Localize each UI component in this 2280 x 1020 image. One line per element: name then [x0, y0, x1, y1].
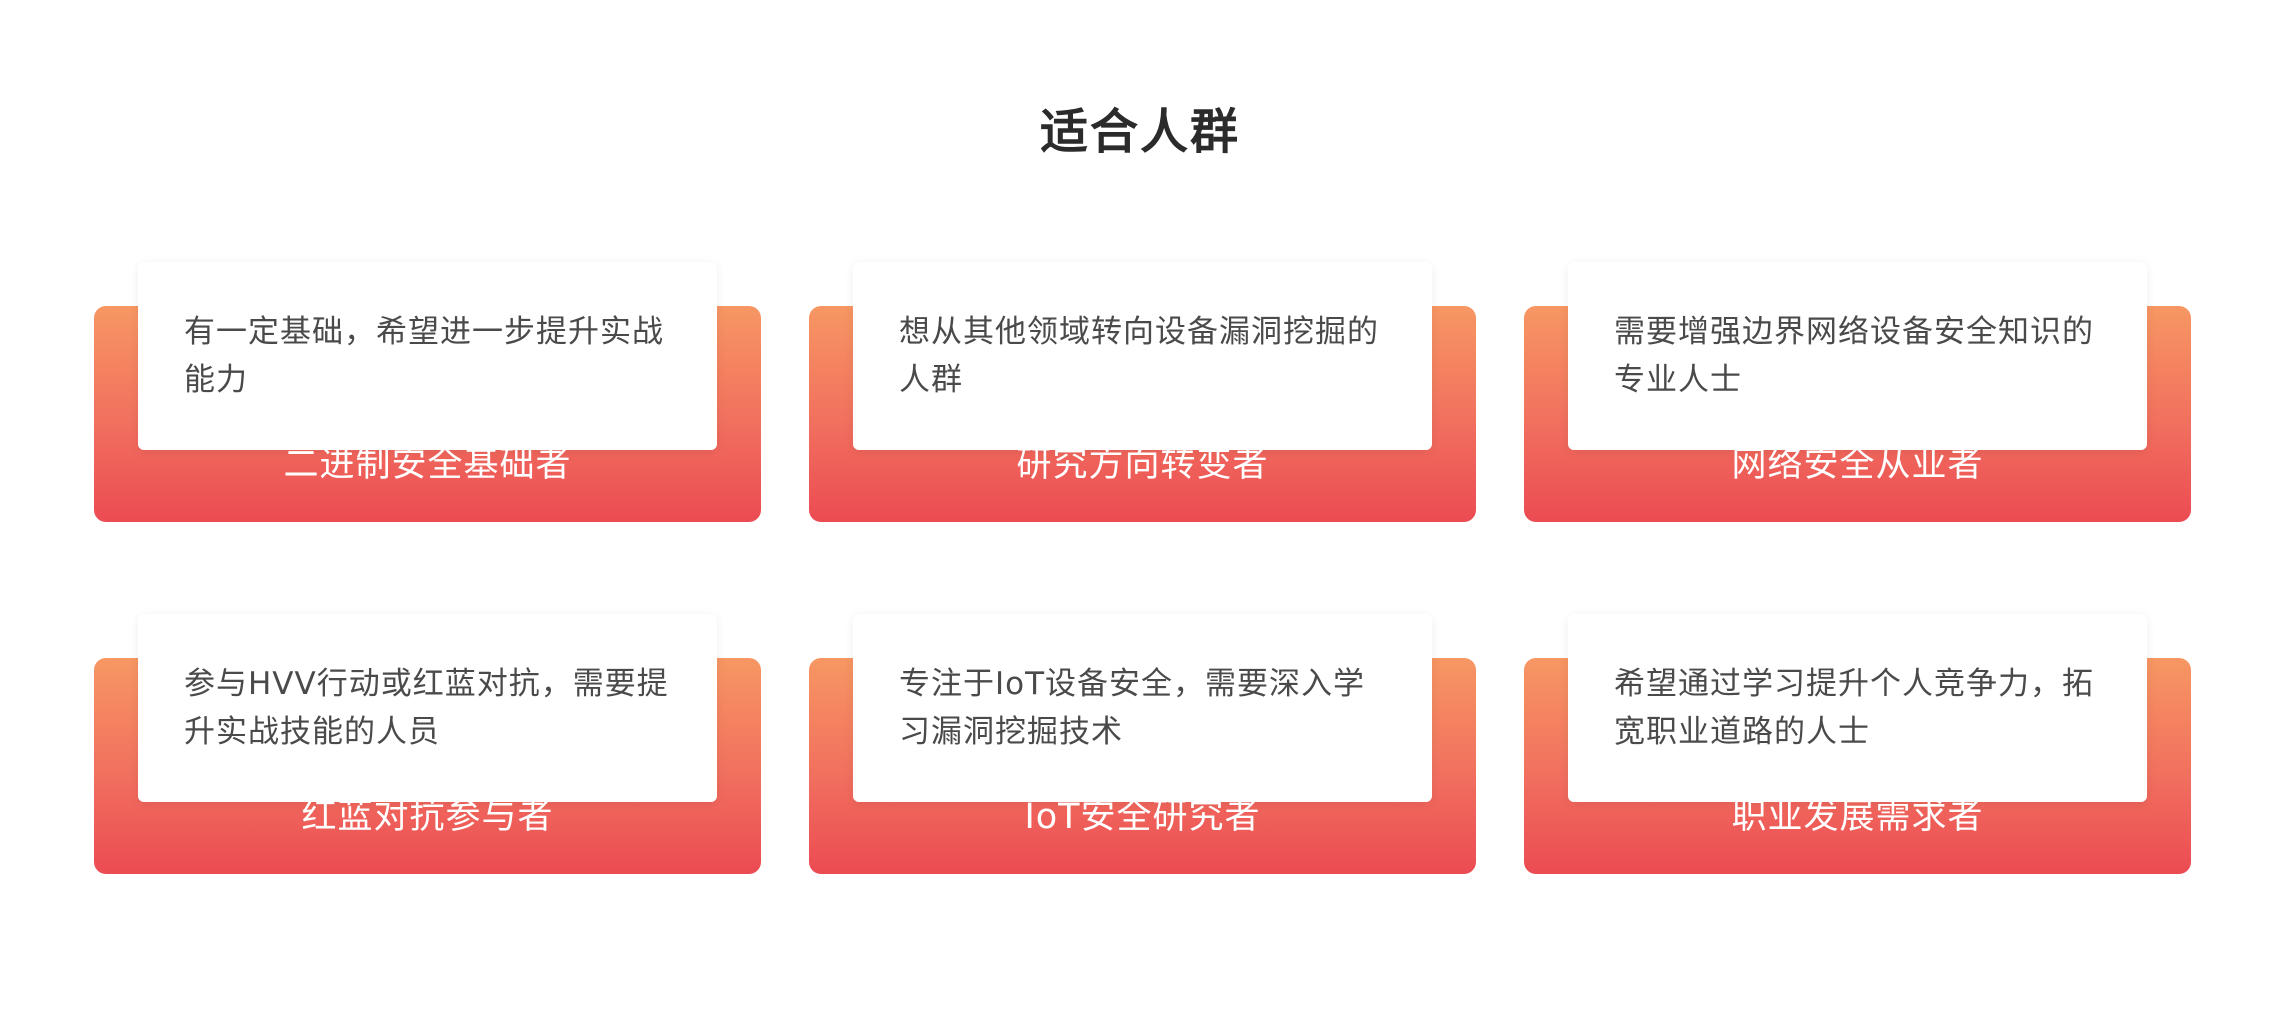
card-description-box: 想从其他领域转向设备漏洞挖掘的人群 — [853, 262, 1432, 450]
audience-card: 需要增强边界网络设备安全知识的专业人士 网络安全从业者 — [1524, 262, 2191, 522]
section-title: 适合人群 — [1039, 104, 1240, 160]
card-title: 职业发展需求者 — [1731, 797, 1984, 837]
card-description-box: 专注于IoT设备安全，需要深入学习漏洞挖掘技术 — [853, 614, 1432, 802]
audience-card: 想从其他领域转向设备漏洞挖掘的人群 研究方向转变者 — [809, 262, 1476, 522]
card-description: 希望通过学习提升个人竞争力，拓宽职业道路的人士 — [1614, 666, 2094, 750]
audience-card: 有一定基础，希望进一步提升实战能力 二进制安全基础者 — [94, 262, 761, 522]
card-title: 研究方向转变者 — [1016, 445, 1269, 485]
card-title: 网络安全从业者 — [1731, 445, 1984, 485]
card-description: 想从其他领域转向设备漏洞挖掘的人群 — [899, 314, 1379, 398]
audience-card: 专注于IoT设备安全，需要深入学习漏洞挖掘技术 IoT安全研究者 — [809, 614, 1476, 874]
card-description-box: 需要增强边界网络设备安全知识的专业人士 — [1568, 262, 2147, 450]
audience-card-grid: 有一定基础，希望进一步提升实战能力 二进制安全基础者 想从其他领域转向设备漏洞挖… — [94, 262, 2192, 874]
card-description: 有一定基础，希望进一步提升实战能力 — [184, 314, 664, 398]
card-title: IoT安全研究者 — [1024, 797, 1261, 837]
card-description-box: 参与HVV行动或红蓝对抗，需要提升实战技能的人员 — [138, 614, 717, 802]
card-description-box: 希望通过学习提升个人竞争力，拓宽职业道路的人士 — [1568, 614, 2147, 802]
card-description: 专注于IoT设备安全，需要深入学习漏洞挖掘技术 — [899, 666, 1366, 750]
audience-card: 参与HVV行动或红蓝对抗，需要提升实战技能的人员 红蓝对抗参与者 — [94, 614, 761, 874]
card-description: 参与HVV行动或红蓝对抗，需要提升实战技能的人员 — [184, 666, 669, 750]
card-title: 二进制安全基础者 — [283, 445, 572, 485]
card-title: 红蓝对抗参与者 — [301, 797, 554, 837]
card-description: 需要增强边界网络设备安全知识的专业人士 — [1614, 314, 2094, 398]
audience-card: 希望通过学习提升个人竞争力，拓宽职业道路的人士 职业发展需求者 — [1524, 614, 2191, 874]
card-description-box: 有一定基础，希望进一步提升实战能力 — [138, 262, 717, 450]
